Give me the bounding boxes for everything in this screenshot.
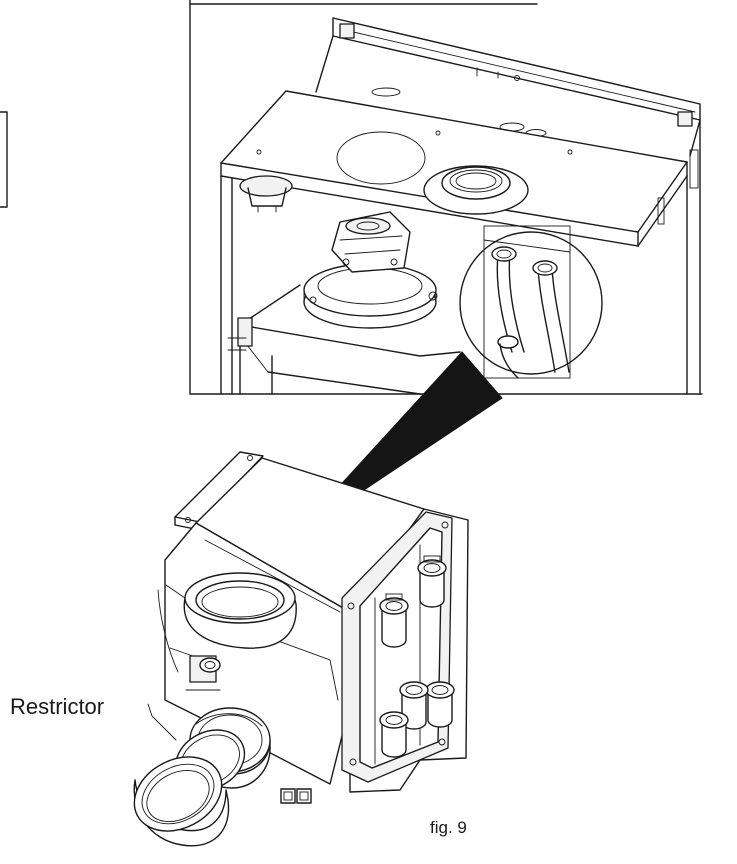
magnified-pipe-detail — [459, 225, 603, 379]
restrictor-label: Restrictor — [10, 694, 105, 719]
inset-frame — [189, 0, 703, 395]
boiler-detail-inset — [189, 0, 703, 395]
left-margin-fragment — [0, 111, 8, 208]
sensor-fitting — [185, 655, 221, 691]
restrictor-leader-line — [147, 703, 177, 741]
pressure-switch — [239, 175, 293, 213]
terminal-block — [280, 788, 312, 804]
pipe-fitting — [425, 681, 455, 728]
pipe-fitting — [379, 711, 409, 758]
flue-collar — [423, 165, 529, 215]
pipe-fitting — [417, 555, 447, 608]
upper-flue-outlet — [157, 572, 297, 673]
figure-caption: fig. 9 — [430, 818, 467, 837]
pipe-fitting — [379, 593, 409, 648]
sealing-collar — [133, 756, 230, 847]
rear-mounting-frame — [332, 17, 701, 121]
top-plate-cover-disc — [336, 131, 426, 185]
connection-pipe — [497, 335, 519, 379]
hydraulic-assembly — [133, 451, 469, 847]
fan-assembly — [303, 211, 438, 329]
connection-pipe — [532, 260, 570, 373]
combustion-chamber — [227, 284, 461, 395]
